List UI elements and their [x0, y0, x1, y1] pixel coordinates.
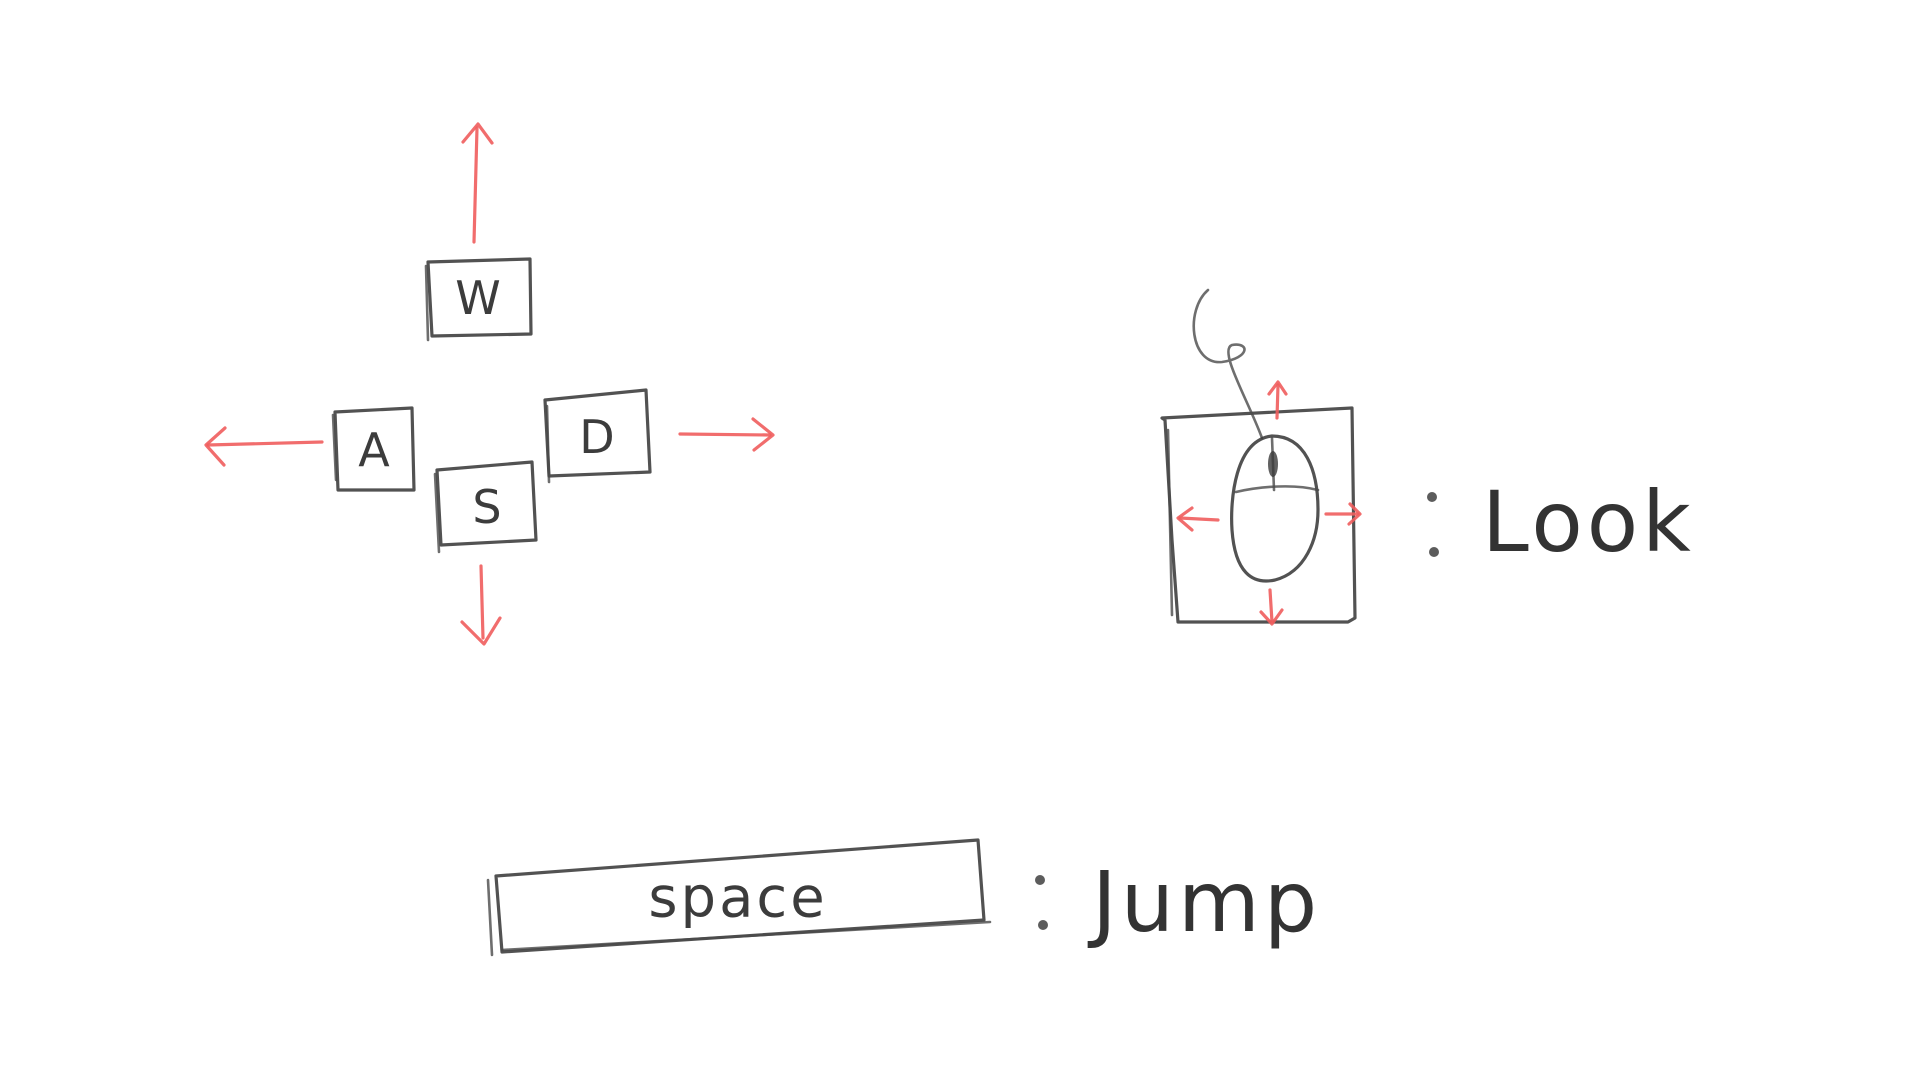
mouse-icon — [1230, 434, 1320, 583]
key-d-label: D — [579, 410, 614, 464]
look-label: Look — [1482, 473, 1695, 571]
jump-colon — [1035, 875, 1048, 930]
arrow-up-icon — [461, 122, 494, 244]
look-arrow-down-icon — [1259, 588, 1284, 626]
wasd-keys: W A S D — [204, 122, 775, 646]
key-a-label: A — [358, 423, 390, 477]
mouse-look: Look — [1160, 288, 1695, 626]
look-colon — [1427, 492, 1439, 557]
mouse-cord — [1192, 288, 1264, 440]
mouse-pad — [1160, 406, 1357, 624]
arrow-down-icon — [460, 564, 502, 646]
key-d: D — [543, 388, 652, 484]
jump-label: Jump — [1087, 853, 1321, 951]
key-a: A — [331, 406, 416, 492]
key-w-label: W — [455, 271, 500, 325]
key-space-label: space — [648, 866, 827, 931]
arrow-right-icon — [678, 417, 775, 452]
space-jump: space Jump — [486, 838, 1321, 957]
key-space: space — [486, 838, 992, 957]
arrow-left-icon — [204, 426, 324, 467]
look-arrow-right-icon — [1324, 502, 1362, 526]
key-s-label: S — [472, 480, 501, 534]
key-s: S — [433, 460, 538, 554]
look-arrow-up-icon — [1267, 380, 1288, 420]
key-w: W — [424, 257, 533, 342]
look-arrow-left-icon — [1176, 506, 1220, 532]
